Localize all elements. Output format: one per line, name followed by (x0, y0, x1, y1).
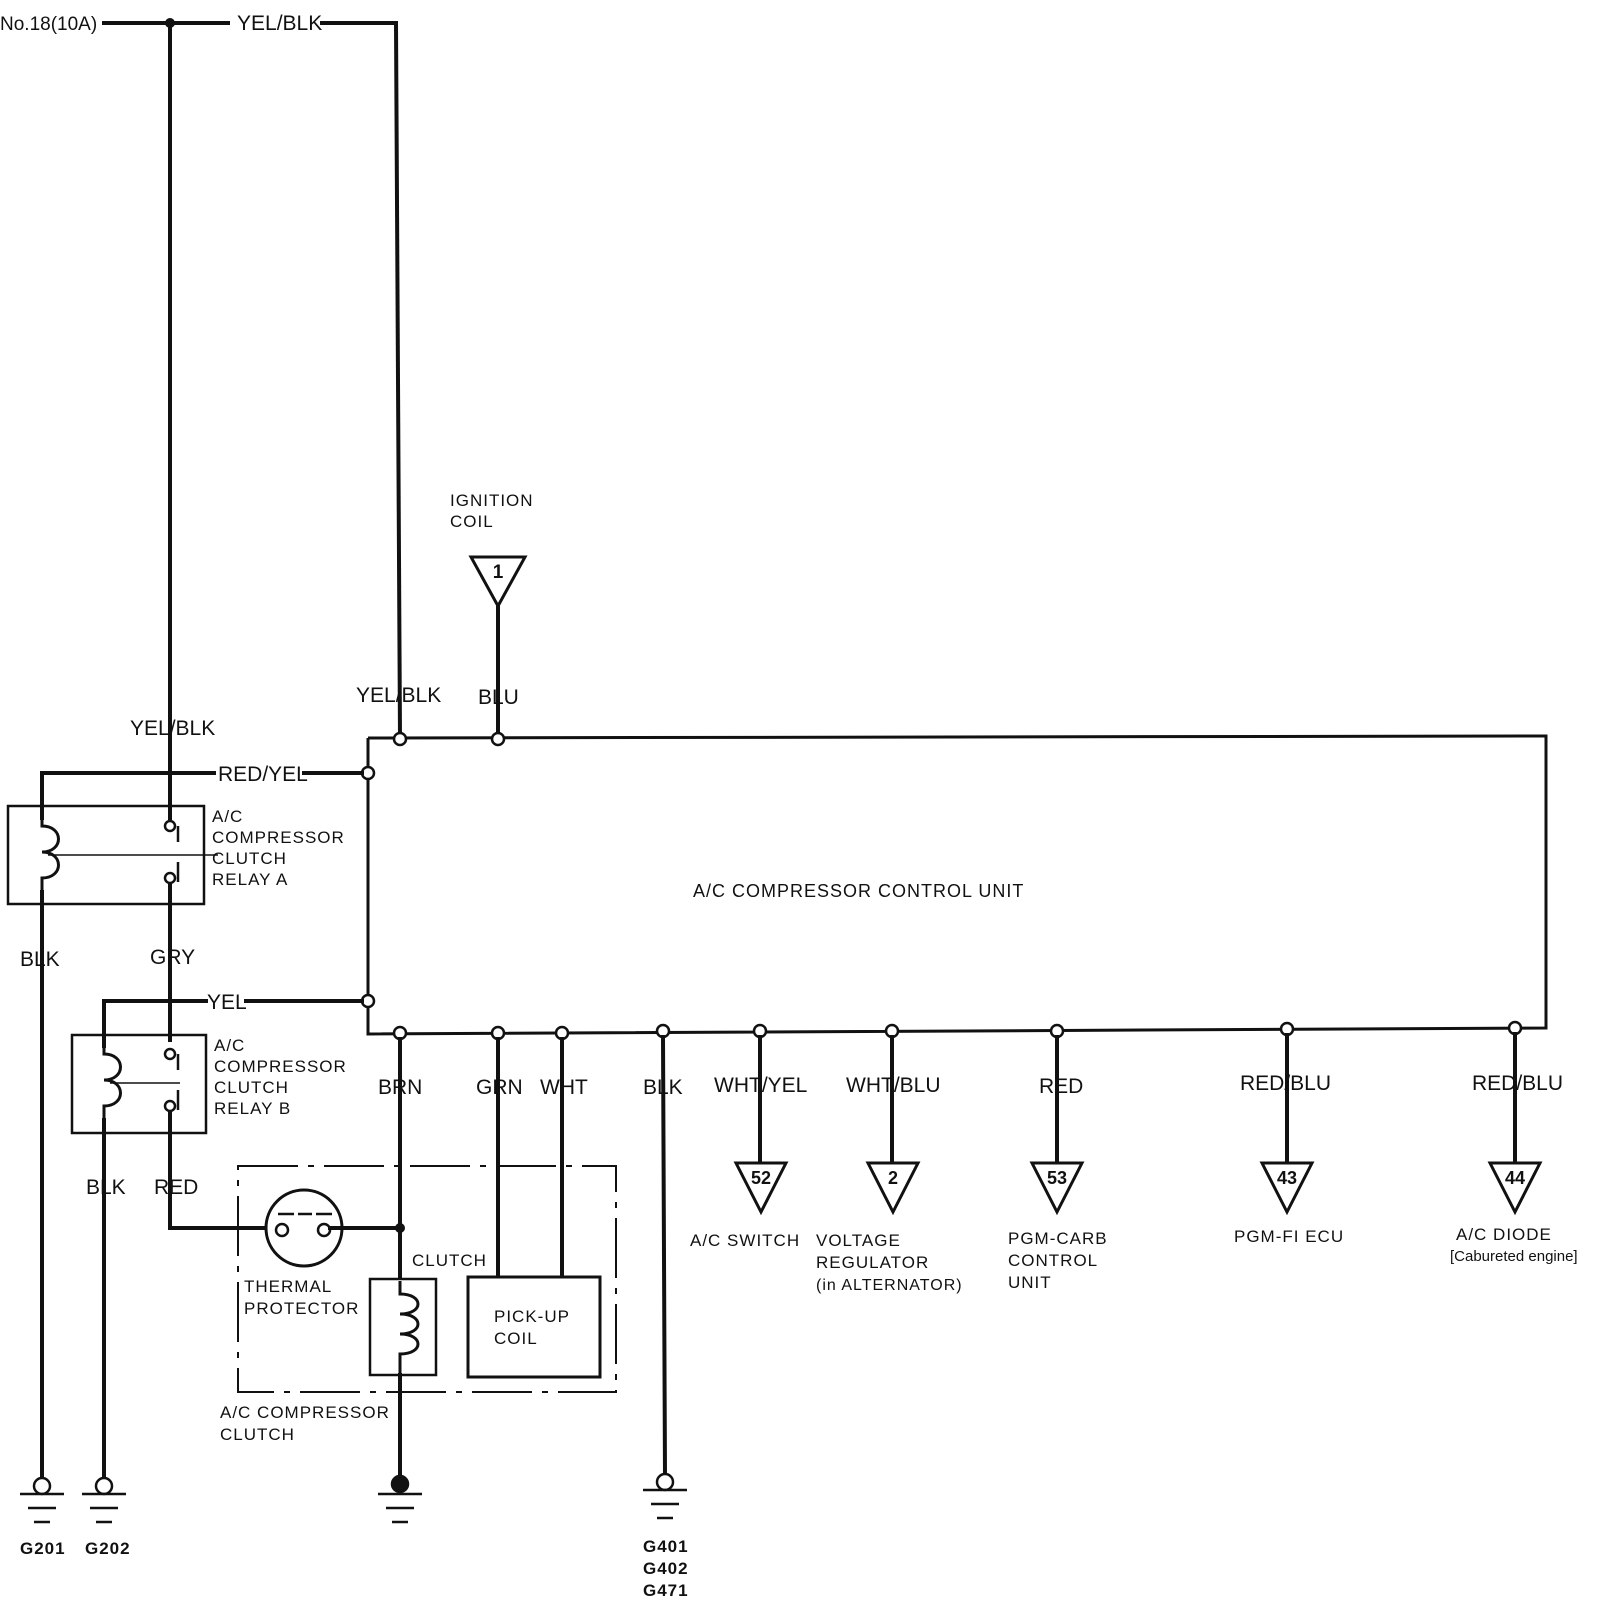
wire-label-red-relay-b: RED (154, 1176, 198, 1199)
wire-label-red-yel: RED/YEL (218, 763, 308, 786)
compressor-clutch-dashed-box (237, 1165, 617, 1393)
ignition-coil-ref: 1 (493, 562, 504, 583)
connector-44-label-2: [Cabureted engine] (1450, 1248, 1578, 1265)
wire-blk (660, 1034, 668, 1479)
connector-53-label-2: CONTROL (1008, 1251, 1098, 1270)
relay-b-switch-icon (163, 1047, 180, 1113)
supply-wire-unit-vertical (393, 20, 403, 741)
wire-label-gry: GRY (150, 946, 195, 969)
wire-label-brn: BRN (378, 1076, 422, 1099)
relay-b-label-2: COMPRESSOR (214, 1057, 347, 1076)
connector-52-label-1: A/C SWITCH (690, 1231, 800, 1250)
pickup-coil-label-1: PICK-UP (494, 1307, 570, 1326)
compressor-clutch-label-2: CLUTCH (220, 1425, 295, 1444)
wire-label-wht-blu: WHT/BLU (846, 1074, 941, 1097)
wire-label-red-blu-1: RED/BLU (1240, 1072, 1331, 1095)
relay-a-label-4: RELAY A (212, 870, 288, 889)
control-unit-label: A/C COMPRESSOR CONTROL UNIT (693, 881, 1024, 901)
ground-g201-label: G201 (20, 1539, 66, 1558)
ground-clutch-icon (378, 1474, 422, 1524)
splice-brn (395, 1223, 405, 1233)
pin-blu-top (490, 731, 506, 747)
connector-2-ref: 2 (888, 1168, 898, 1188)
wire-label-yel: YEL (207, 991, 247, 1014)
wire-label-grn: GRN (476, 1076, 523, 1099)
pin-yel-blk-top (392, 731, 408, 747)
connector-2-symbol (865, 1161, 921, 1216)
relay-b-label-1: A/C (214, 1036, 245, 1055)
wire-label-unit-top: YEL/BLK (356, 684, 441, 707)
clutch-coil-box (368, 1277, 438, 1377)
connector-2-label-1: VOLTAGE (816, 1231, 901, 1250)
connector-53-label-3: UNIT (1008, 1273, 1052, 1292)
ground-g201-icon (20, 1476, 64, 1524)
relay-a-label-2: COMPRESSOR (212, 828, 345, 847)
wire-label-red-blu-2: RED/BLU (1472, 1072, 1563, 1095)
thermal-protector-contacts-icon (274, 1212, 332, 1238)
connector-44-symbol (1487, 1161, 1543, 1216)
connector-52-ref: 52 (751, 1168, 771, 1188)
control-unit-box (366, 734, 1548, 1036)
connector-53-ref: 53 (1047, 1168, 1067, 1188)
connector-53-label-1: PGM-CARB (1008, 1229, 1108, 1248)
thermal-protector-label-1: THERMAL (244, 1277, 332, 1296)
relay-a-label-3: CLUTCH (212, 849, 287, 868)
wire-label-blk: BLK (643, 1076, 683, 1099)
wire-label-top-main: YEL/BLK (237, 12, 322, 35)
clutch-coil-icon (398, 1281, 420, 1375)
ground-g202-icon (82, 1476, 126, 1524)
relay-b-label-3: CLUTCH (214, 1078, 289, 1097)
ignition-coil-label-2: COIL (450, 512, 494, 531)
wire-label-relay-a-blk: BLK (20, 948, 60, 971)
ground-g471-label: G471 (643, 1581, 689, 1600)
connector-43-symbol (1259, 1161, 1315, 1216)
compressor-clutch-label-1: A/C COMPRESSOR (220, 1403, 390, 1422)
ground-g401-label: G401 (643, 1537, 689, 1556)
connector-43-label-1: PGM-FI ECU (1234, 1227, 1344, 1246)
pickup-coil-label-2: COIL (494, 1329, 538, 1348)
fuse-label: No.18(10A) (0, 14, 97, 35)
wire-label-red: RED (1039, 1075, 1083, 1098)
relay-b-coil-icon (102, 1046, 180, 1120)
relay-a-switch-icon (163, 819, 180, 885)
ground-g401-icon (643, 1472, 687, 1520)
relay-a-label-1: A/C (212, 807, 243, 826)
wire-label-relay-supply: YEL/BLK (130, 717, 215, 740)
wire-label-relay-b-blk: BLK (86, 1176, 126, 1199)
connector-44-ref: 44 (1505, 1168, 1525, 1188)
wire-label-ignition: BLU (478, 686, 519, 709)
clutch-label: CLUTCH (412, 1251, 487, 1270)
ignition-coil-connector-symbol (468, 555, 528, 610)
connector-53-symbol (1029, 1161, 1085, 1216)
wire-label-wht: WHT (540, 1076, 588, 1099)
ground-g202-label: G202 (85, 1539, 131, 1558)
connector-52-symbol (733, 1161, 789, 1216)
connector-2-label-3: (in ALTERNATOR) (816, 1277, 963, 1294)
pickup-coil-box (466, 1275, 602, 1379)
relay-b-label-4: RELAY B (214, 1099, 291, 1118)
connector-44-label-1: A/C DIODE (1456, 1225, 1552, 1244)
connector-43-ref: 43 (1277, 1168, 1297, 1188)
relay-b-box (70, 1033, 208, 1135)
relay-a-coil-icon (40, 818, 218, 892)
thermal-protector-label-2: PROTECTOR (244, 1299, 359, 1318)
connector-2-label-2: REGULATOR (816, 1253, 929, 1272)
ground-g402-label: G402 (643, 1559, 689, 1578)
ignition-coil-label-1: IGNITION (450, 491, 534, 510)
wire-label-wht-yel: WHT/YEL (714, 1074, 807, 1097)
